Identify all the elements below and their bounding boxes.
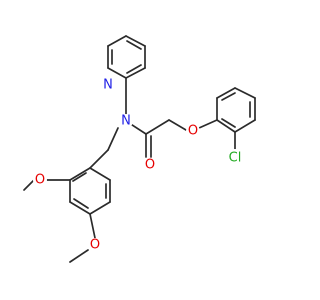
- bond: [69, 249, 89, 263]
- bond: [69, 201, 91, 215]
- bond: [216, 119, 236, 133]
- atom-o-carbonyl: O: [143, 158, 157, 173]
- bonds: [23, 35, 256, 263]
- atom-o-ether: O: [186, 124, 200, 139]
- atom-cl: Cl: [226, 149, 244, 167]
- atom-labels: N N O O Cl O O: [33, 78, 244, 253]
- atom-label-n: N: [103, 78, 113, 93]
- bond: [145, 119, 170, 135]
- atom-n-amide: N: [119, 114, 133, 129]
- bond: [89, 213, 96, 239]
- bond: [221, 118, 236, 128]
- bond: [89, 167, 111, 181]
- atom-n-pyridine: N: [101, 78, 115, 93]
- atom-o-methoxy-1: O: [33, 173, 47, 188]
- bond: [107, 67, 127, 79]
- bond: [89, 201, 111, 215]
- bond: [125, 35, 146, 47]
- atom-label-cl: Cl: [229, 151, 242, 166]
- bond: [125, 67, 146, 79]
- atom-label-n: N: [121, 114, 131, 129]
- bond: [216, 87, 236, 99]
- bond: [126, 64, 142, 74]
- bond: [126, 40, 142, 50]
- bond: [234, 119, 256, 133]
- bond: [168, 119, 187, 131]
- bond: [107, 127, 119, 151]
- atom-o-methoxy-2: O: [88, 238, 102, 253]
- bond: [198, 119, 218, 129]
- atom-label-o: O: [145, 158, 155, 173]
- atom-label-o: O: [35, 173, 45, 188]
- bond: [221, 92, 236, 101]
- bond: [73, 198, 89, 209]
- atom-label-o: O: [188, 124, 198, 139]
- molecule-structure: N N O O Cl O O: [23, 35, 256, 263]
- bond: [107, 35, 127, 47]
- bond: [234, 87, 256, 99]
- atom-label-o: O: [90, 238, 100, 253]
- bond: [23, 179, 35, 191]
- bond: [72, 172, 87, 182]
- bond: [69, 167, 91, 181]
- bond: [89, 149, 109, 169]
